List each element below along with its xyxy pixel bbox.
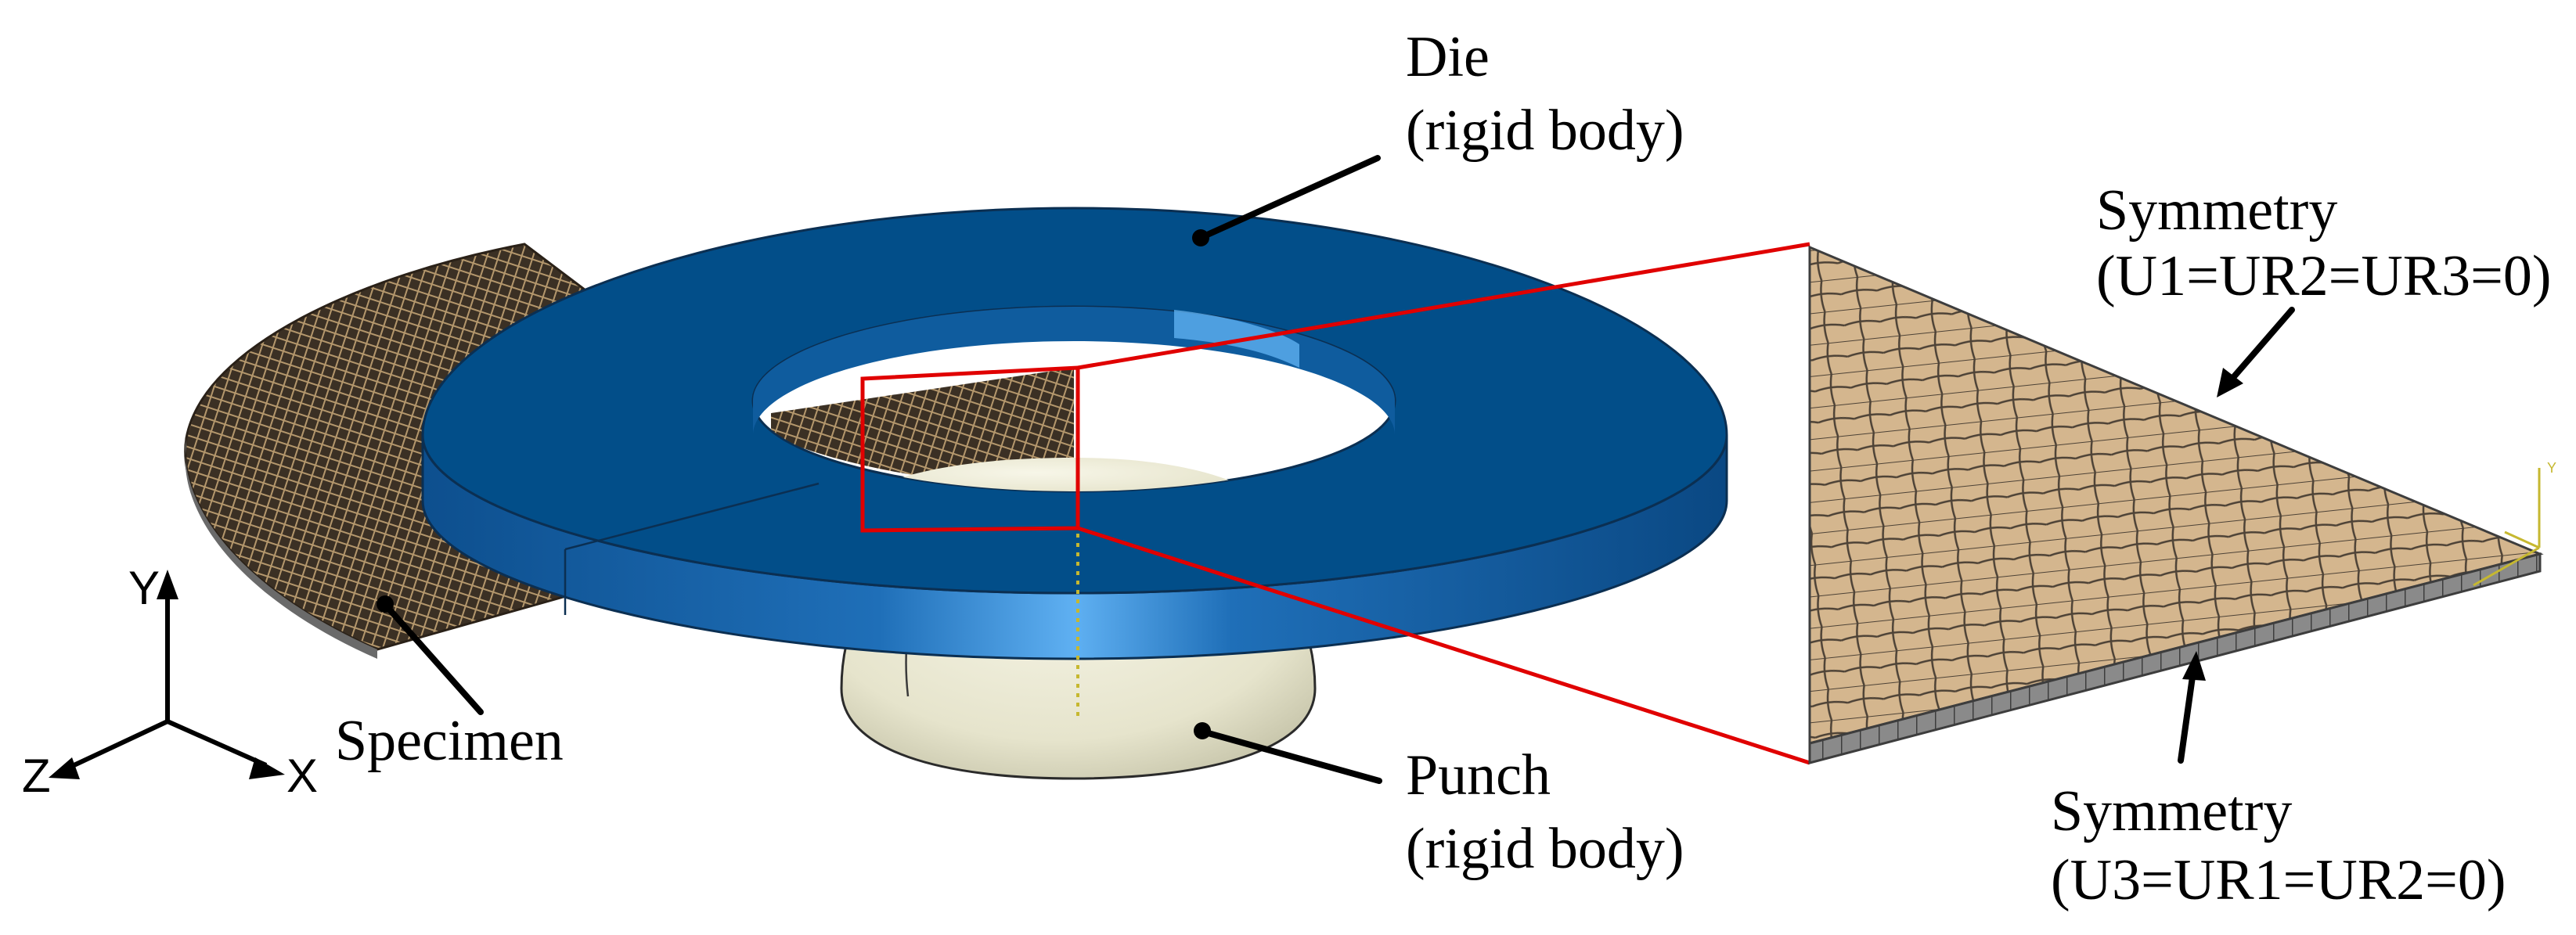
specimen-leader (384, 604, 484, 715)
zoom-callout (860, 242, 1810, 765)
symmetry-top-label: Symmetry (2096, 174, 2337, 247)
symmetry-top-condition: (U1=UR2=UR3=0) (2096, 244, 2552, 308)
specimen-leader-dot (376, 595, 394, 613)
die (421, 207, 1728, 660)
die-label: Die (rigid body) (1406, 20, 1684, 167)
zoomed-specimen-mesh: Y (1808, 245, 2556, 764)
punch-note: (rigid body) (1406, 817, 1684, 881)
axis-y-label: Y (128, 562, 160, 614)
symmetry-bottom-arrow-head (2182, 651, 2206, 681)
axis-z-label: Z (22, 750, 51, 802)
specimen-label: Specimen (335, 704, 564, 778)
punch-name: Punch (1406, 743, 1551, 807)
specimen-name: Specimen (335, 709, 564, 773)
axis-x-label: X (286, 750, 319, 802)
mini-axis-triad (2473, 468, 2541, 587)
axis-triad (49, 570, 285, 779)
symmetry-bottom-arrow-shaft (2178, 668, 2196, 764)
die-name: Die (1406, 25, 1490, 89)
punch-label: Punch (rigid body) (1406, 739, 1684, 886)
symmetry-bottom-condition: (U3=UR1=UR2=0) (2051, 848, 2506, 912)
punch-leader (1202, 729, 1382, 784)
punch-leader-dot (1194, 722, 1211, 739)
leader-lines (384, 155, 2295, 784)
arrow-heads (2182, 368, 2243, 681)
symmetry-top-name: Symmetry (2096, 178, 2338, 243)
symmetry-top-arrow-shaft (2228, 307, 2295, 383)
symmetry-bottom-label: Symmetry (2051, 775, 2292, 848)
symmetry-bottom-name: Symmetry (2051, 779, 2293, 843)
leader-dots (376, 229, 1211, 739)
die-leader-dot (1192, 229, 1209, 246)
mini-axis-y-label: Y (2547, 460, 2556, 476)
symmetry-top-arrow-head (2217, 368, 2243, 397)
die-note: (rigid body) (1406, 99, 1684, 163)
die-leader (1201, 155, 1381, 239)
